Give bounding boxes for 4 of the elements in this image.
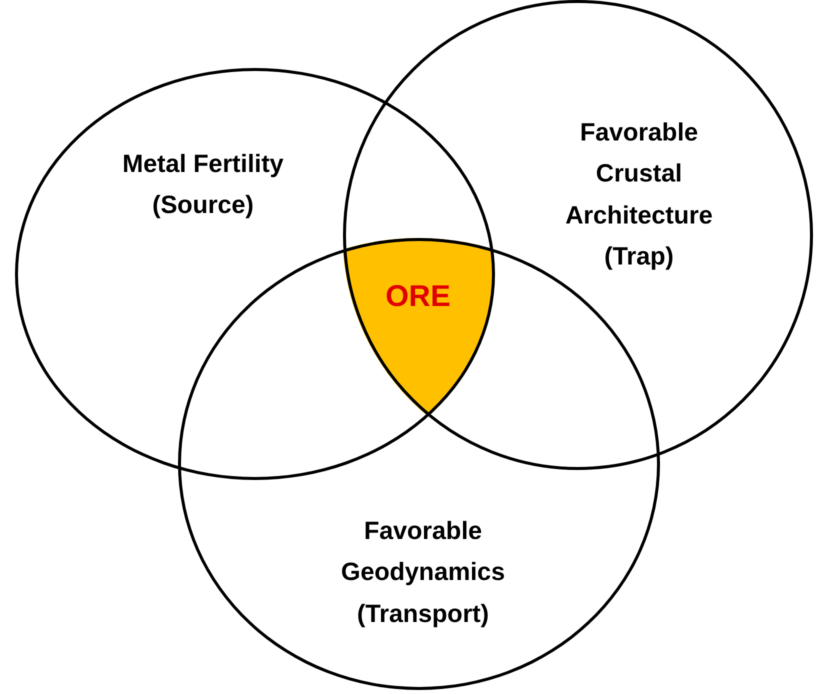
- circle-label: Favorable Crustal Architecture (Trap): [564, 118, 714, 272]
- circle-label: Metal Fertility (Source): [121, 148, 285, 221]
- circle-label: Favorable Geodynamics (Transport): [340, 516, 506, 630]
- intersection-label: ORE: [385, 278, 450, 315]
